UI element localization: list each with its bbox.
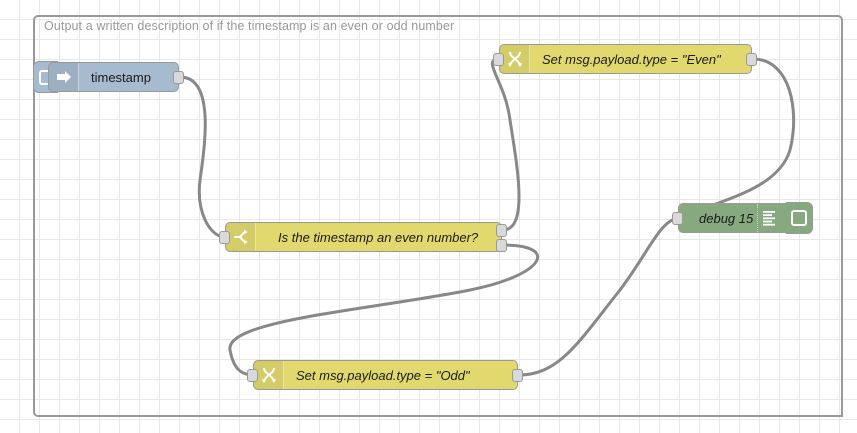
node-inject-label: timestamp xyxy=(91,69,151,85)
flow-description-label: Output a written description of if the t… xyxy=(44,19,455,33)
node-switch-even-check[interactable]: Is the timestamp an even number? xyxy=(219,222,507,252)
debug-enable-toggle[interactable] xyxy=(786,202,813,234)
debug-lines-icon xyxy=(757,204,780,232)
change-even-output-port[interactable] xyxy=(746,53,757,66)
wire-change-odd-to-debug xyxy=(517,216,681,377)
inject-output-port[interactable] xyxy=(173,71,184,84)
switch-branch-icon xyxy=(226,223,256,251)
node-debug-label: debug 15 xyxy=(699,210,754,226)
change-swap-icon xyxy=(254,361,284,389)
node-change-odd-label: Set msg.payload.type = "Odd" xyxy=(296,367,470,383)
node-change-odd[interactable]: Set msg.payload.type = "Odd" xyxy=(247,360,523,390)
wire-change-even-to-debug xyxy=(677,57,796,220)
debug-input-port[interactable] xyxy=(672,212,683,225)
change-swap-icon xyxy=(500,45,530,73)
switch-output-port-1[interactable] xyxy=(496,224,507,237)
switch-output-port-2[interactable] xyxy=(496,239,507,252)
node-inject-timestamp[interactable]: timestamp xyxy=(48,62,184,92)
change-odd-output-port[interactable] xyxy=(512,369,523,382)
change-even-input-port[interactable] xyxy=(493,53,504,66)
node-change-even[interactable]: Set msg.payload.type = "Even" xyxy=(493,44,757,74)
node-change-even-label: Set msg.payload.type = "Even" xyxy=(542,51,721,67)
wire-inject-to-switch xyxy=(178,75,227,239)
wire-switch-to-change-odd xyxy=(228,243,539,377)
wire-switch-to-change-even xyxy=(490,57,521,232)
switch-input-port[interactable] xyxy=(219,231,230,244)
node-switch-label: Is the timestamp an even number? xyxy=(278,229,479,245)
node-debug[interactable]: debug 15 xyxy=(672,203,786,233)
debug-button-inner xyxy=(791,210,807,226)
inject-arrow-icon xyxy=(49,63,79,91)
change-odd-input-port[interactable] xyxy=(247,369,258,382)
